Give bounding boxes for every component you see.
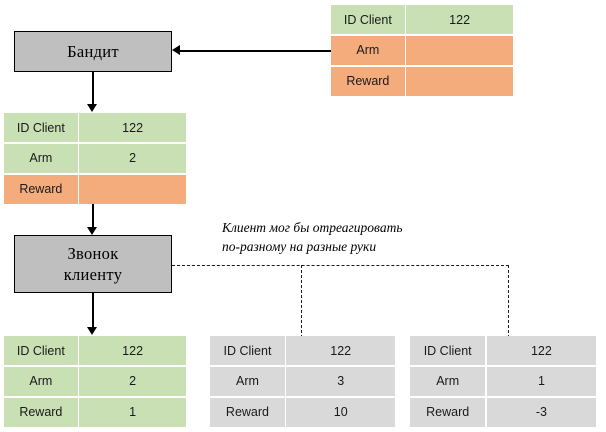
annotation-counterfactual: Клиент мог бы отреагировать по-разному н… [222,219,402,256]
dashed-bracket-horizontal [172,265,509,266]
request-row-0-key: ID Client [331,5,405,35]
action-row-2-key: Reward [4,174,78,204]
connector-action-to-call [92,204,94,228]
table-row: Reward [4,174,186,204]
action-row-0-key: ID Client [4,113,78,143]
action-row-2-value [79,174,186,204]
counterfactual-b-row-1-value: 1 [486,366,596,397]
observed-outcome-table: ID Client 122 Arm 2 Reward 1 [4,336,186,427]
request-table: ID Client 122 Arm Reward [331,5,513,96]
table-row: Arm [331,35,513,66]
annotation-line-2: по-разному на разные руки [222,238,377,254]
observed-row-2-key: Reward [4,397,78,427]
arrow-head-down [87,104,97,112]
table-row: Reward 1 [4,397,186,427]
table-row: Arm 2 [4,366,186,397]
table-row: ID Client 122 [4,113,186,143]
counterfactual-a-row-0-key: ID Client [210,336,285,366]
request-row-0-value: 122 [406,5,513,35]
request-row-2-value [406,66,513,96]
counterfactual-a-row-1-key: Arm [210,366,285,397]
observed-row-1-key: Arm [4,366,78,397]
request-row-2-key: Reward [331,66,405,96]
request-row-1-value [406,35,513,66]
observed-row-0-value: 122 [79,336,186,366]
table-row: Reward -3 [410,397,596,427]
counterfactual-b-row-2-value: -3 [486,397,596,427]
table-row: Reward [331,66,513,96]
counterfactual-a-row-0-value: 122 [286,336,395,366]
counterfactual-b-row-0-value: 122 [486,336,596,366]
action-row-1-key: Arm [4,143,78,174]
counterfactual-table-a: ID Client 122 Arm 3 Reward 10 [210,336,395,427]
counterfactual-a-row-2-key: Reward [210,397,285,427]
counterfactual-a-row-1-value: 3 [286,366,395,397]
table-row: Reward 10 [210,397,395,427]
process-box-call-client-label-line2: клиенту [63,265,123,284]
table-row: ID Client 122 [410,336,596,366]
observed-row-2-value: 1 [79,397,186,427]
action-row-1-value: 2 [79,143,186,174]
process-box-bandit[interactable]: Бандит [14,31,172,72]
connector-bandit-to-action [92,72,94,105]
dashed-bracket-drop-right [508,265,509,338]
table-row: ID Client 122 [331,5,513,35]
action-table: ID Client 122 Arm 2 Reward [4,113,186,204]
connector-request-to-bandit [180,50,331,52]
counterfactual-a-row-2-value: 10 [286,397,395,427]
process-box-bandit-label: Бандит [67,41,119,61]
table-row: ID Client 122 [210,336,395,366]
connector-call-to-observed [92,293,94,328]
table-row: Arm 2 [4,143,186,174]
counterfactual-b-row-0-key: ID Client [410,336,486,366]
arrow-head-down [87,227,97,235]
action-row-0-value: 122 [79,113,186,143]
request-row-1-key: Arm [331,35,405,66]
table-row: Arm 3 [210,366,395,397]
table-row: Arm 1 [410,366,596,397]
arrow-head-left [172,45,180,56]
dashed-bracket-drop-middle [301,265,302,338]
counterfactual-table-b: ID Client 122 Arm 1 Reward -3 [410,336,596,427]
arrow-head-down [87,327,97,335]
counterfactual-b-row-2-key: Reward [410,397,486,427]
process-box-call-client-label-line1: Звонок [67,243,119,263]
annotation-line-1: Клиент мог бы отреагировать [222,220,403,235]
process-box-call-client[interactable]: Звонок клиенту [14,235,172,293]
observed-row-1-value: 2 [79,366,186,397]
observed-row-0-key: ID Client [4,336,78,366]
table-row: ID Client 122 [4,336,186,366]
counterfactual-b-row-1-key: Arm [410,366,486,397]
